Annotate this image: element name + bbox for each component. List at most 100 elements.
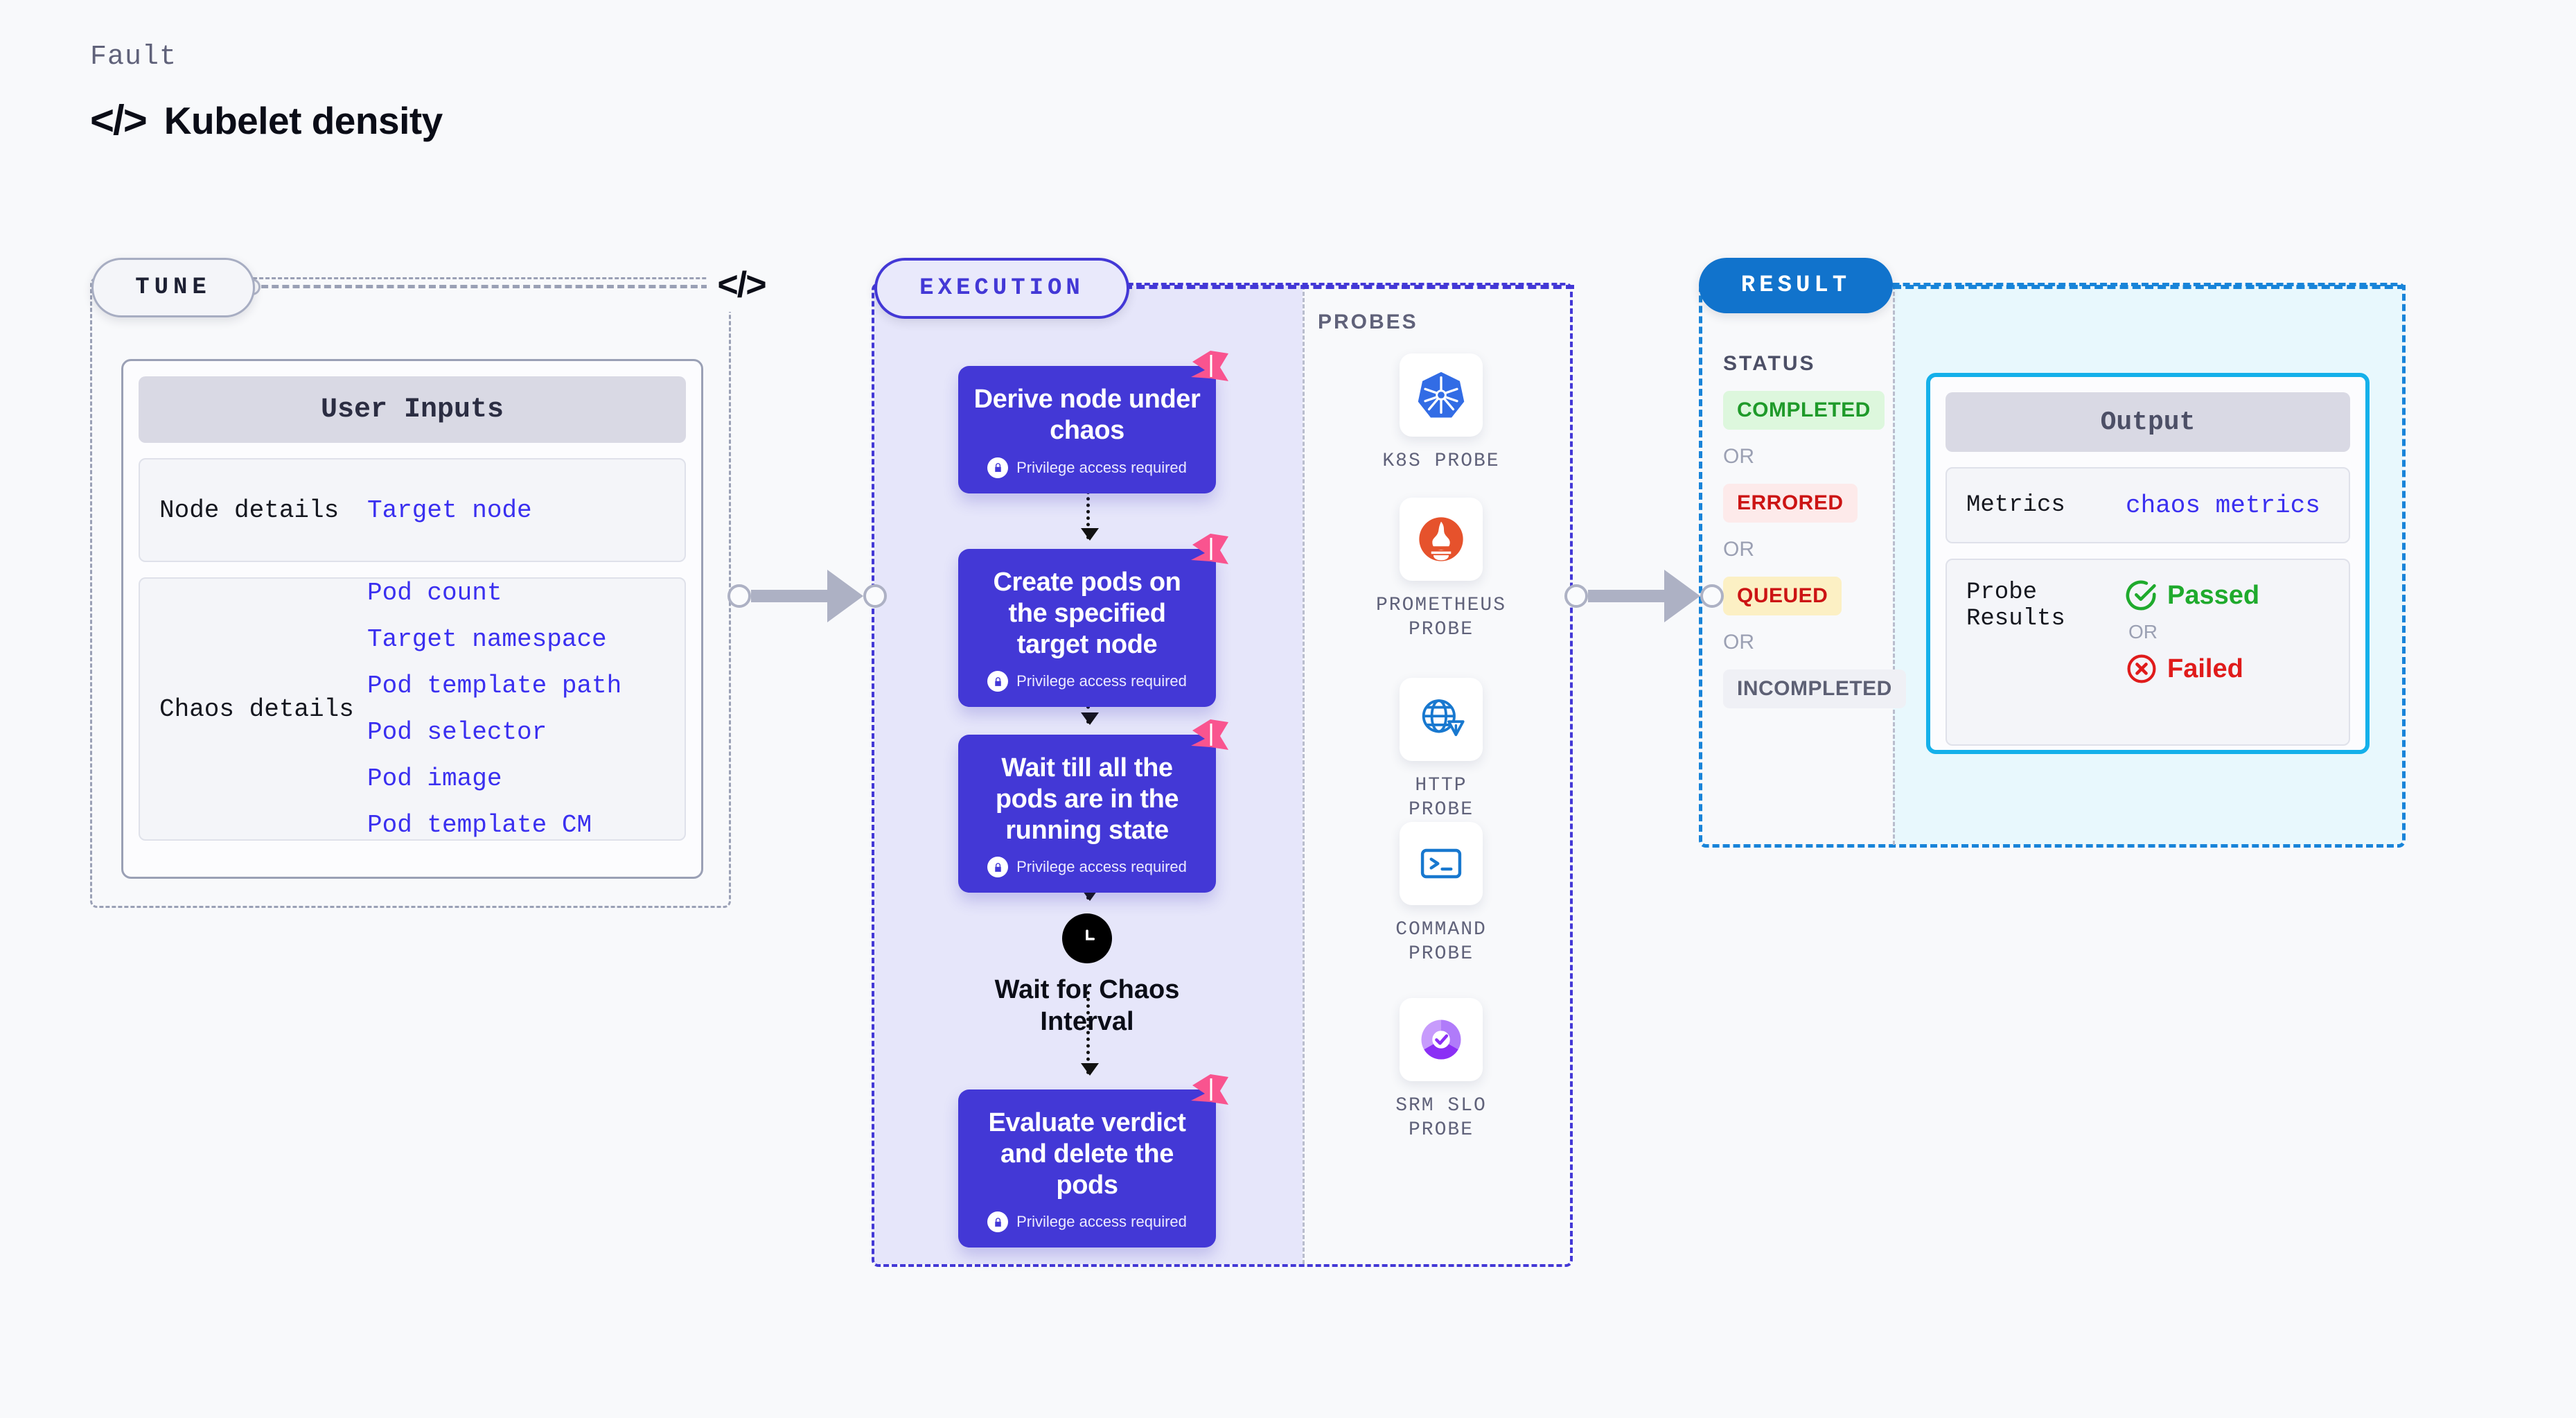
terminal-icon [1400, 822, 1483, 905]
node-subtitle: Privilege access required [1016, 672, 1187, 690]
connector-arrow-execution-to-result [1564, 570, 1724, 622]
result-stage-pill[interactable]: RESULT [1699, 258, 1893, 313]
input-pod-image[interactable]: Pod image [367, 764, 502, 793]
arrow-head [1664, 570, 1700, 622]
execution-step-node[interactable]: Create pods on the specified target node… [958, 534, 1228, 708]
tune-connector-line [251, 285, 708, 288]
input-pod-template-cm[interactable]: Pod template CM [367, 811, 592, 839]
node-connector [1081, 491, 1099, 541]
result-connector-line [1893, 285, 2406, 289]
probe-item-command[interactable]: COMMAND PROBE [1379, 822, 1503, 966]
lock-icon [987, 671, 1009, 692]
node-connector [1081, 991, 1099, 1076]
chaos-flag-icon [1191, 534, 1228, 564]
node-details-label: Node details [159, 496, 339, 525]
input-target-node[interactable]: Target node [367, 496, 532, 525]
status-badge-queued: QUEUED [1723, 577, 1842, 615]
prometheus-icon [1400, 498, 1483, 581]
kubernetes-icon [1400, 353, 1483, 437]
execution-step-node[interactable]: Wait till all the pods are in the runnin… [958, 719, 1228, 893]
execution-stage-pill[interactable]: EXECUTION [874, 258, 1129, 319]
probe-item-k8s[interactable]: K8S PROBE [1379, 353, 1503, 473]
execution-panel [872, 283, 1573, 1267]
execution-step-node[interactable]: Derive node under chaos Privilege access… [958, 351, 1228, 493]
input-target-namespace[interactable]: Target namespace [367, 625, 607, 654]
arrow-start-dot [1564, 584, 1588, 608]
metrics-row: Metrics chaos metrics [1946, 467, 2350, 543]
page-header: Fault </> Kubelet density [90, 42, 443, 144]
status-column: STATUS COMPLETED OR ERRORED OR QUEUED OR… [1723, 352, 1906, 708]
probe-result-passed: Passed [2126, 579, 2259, 611]
metrics-value[interactable]: chaos metrics [2126, 491, 2320, 520]
slo-donut-icon [1400, 998, 1483, 1081]
probe-item-srm-slo[interactable]: SRM SLO PROBE [1379, 998, 1503, 1142]
node-subtitle-row: Privilege access required [973, 1211, 1201, 1233]
arrow-shaft [1588, 590, 1666, 602]
node-subtitle-row: Privilege access required [973, 857, 1201, 878]
result-status-output-divider [1893, 286, 1895, 845]
lock-icon [987, 457, 1009, 478]
status-badge-completed: COMPLETED [1723, 391, 1885, 430]
node-details-values: Target node [367, 496, 532, 525]
failed-label: Failed [2167, 654, 2243, 683]
chaos-details-values: Pod count Target namespace Pod template … [367, 579, 621, 839]
clock-icon [1062, 913, 1112, 963]
execution-connector-line [1124, 285, 1574, 289]
lock-icon [987, 1211, 1009, 1233]
code-divider-icon: </> [707, 258, 776, 312]
chaos-details-row: Chaos details Pod count Target namespace… [139, 577, 686, 841]
output-title: Output [1946, 392, 2350, 452]
check-circle-icon [2126, 580, 2156, 611]
chaos-flag-icon [1191, 351, 1228, 381]
connector-arrowhead [1081, 712, 1099, 725]
node-subtitle-row: Privilege access required [973, 457, 1201, 478]
connector-arrowhead [1081, 528, 1099, 541]
code-icon: </> [90, 97, 148, 143]
probe-label: PROMETHEUS PROBE [1375, 595, 1507, 640]
probe-results-row: Probe Results Passed OR Failed [1946, 559, 2350, 746]
passed-label: Passed [2167, 580, 2260, 610]
probe-results-or-label: OR [2128, 621, 2158, 642]
input-pod-selector[interactable]: Pod selector [367, 718, 547, 746]
x-circle-icon [2127, 654, 2156, 683]
globe-warning-icon [1400, 678, 1483, 761]
status-or-label: OR [1723, 445, 1754, 468]
probe-item-prometheus[interactable]: PROMETHEUS PROBE [1375, 498, 1507, 642]
page-title: Kubelet density [164, 98, 443, 142]
status-or-label: OR [1723, 631, 1754, 654]
probe-results-label: Probe Results [1966, 579, 2065, 632]
probe-label: COMMAND PROBE [1395, 919, 1487, 965]
node-subtitle: Privilege access required [1016, 858, 1187, 876]
connector-arrowhead [1081, 1063, 1099, 1076]
input-pod-template-path[interactable]: Pod template path [367, 672, 622, 700]
arrow-end-dot [863, 584, 887, 608]
result-panel [1699, 283, 2406, 848]
chaos-details-label: Chaos details [159, 694, 354, 724]
node-subtitle: Privilege access required [1016, 1213, 1187, 1231]
connector-arrow-tune-to-execution [727, 570, 887, 622]
status-badge-errored: ERRORED [1723, 484, 1858, 523]
input-pod-count[interactable]: Pod count [367, 579, 502, 607]
execution-probes-divider [1303, 286, 1305, 1264]
arrow-head [827, 570, 863, 622]
user-inputs-card: User Inputs Node details Target node Cha… [121, 359, 703, 879]
chaos-flag-icon [1191, 1074, 1228, 1105]
status-or-label: OR [1723, 538, 1754, 561]
probe-item-http[interactable]: HTTP PROBE [1379, 678, 1503, 822]
status-badge-incompleted: INCOMPLETED [1723, 669, 1906, 708]
node-subtitle: Privilege access required [1016, 458, 1187, 476]
node-title: Wait till all the pods are in the runnin… [995, 753, 1179, 845]
user-inputs-title: User Inputs [139, 376, 686, 443]
node-title: Create pods on the specified target node [993, 568, 1181, 659]
arrow-start-dot [727, 584, 751, 608]
probes-heading: PROBES [1318, 310, 1418, 333]
lock-icon [987, 857, 1009, 878]
tune-stage-pill[interactable]: TUNE [91, 258, 255, 317]
wait-step-label: Wait for Chaos Interval [994, 975, 1180, 1036]
output-card: Output Metrics chaos metrics Probe Resul… [1926, 373, 2370, 754]
metrics-label: Metrics [1966, 492, 2065, 518]
node-subtitle-row: Privilege access required [973, 671, 1201, 692]
execution-step-node[interactable]: Evaluate verdict and delete the pods Pri… [958, 1074, 1228, 1248]
page-title-row: </> Kubelet density [90, 96, 443, 144]
status-heading: STATUS [1723, 352, 1816, 375]
